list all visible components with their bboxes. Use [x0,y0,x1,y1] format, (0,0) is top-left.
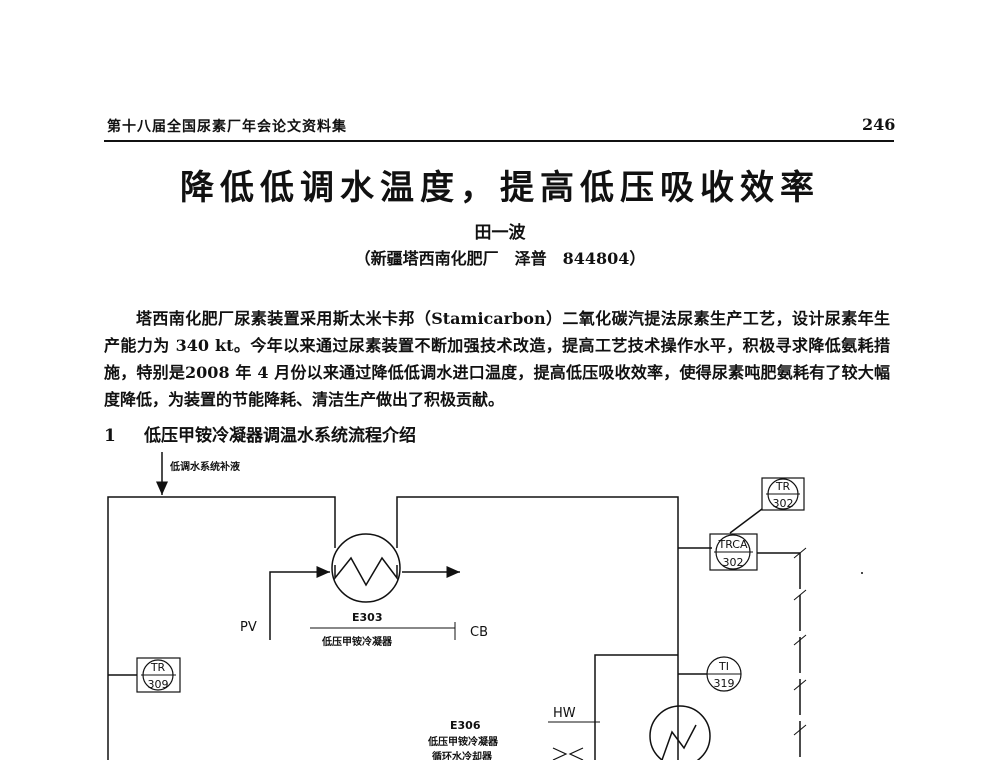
e306-id: E306 [450,719,481,732]
running-header: 第十八届全国尿素厂年会论文资料集 [107,119,347,135]
instrument-tag: TI [718,660,729,673]
instrument-tag: TR [775,480,791,493]
e306-subname: 循环水冷却器 [432,750,493,760]
body-text: 塔西南化肥厂尿素装置采用斯太米卡邦（Stamicarbon）二氧化碳汽提法尿素生… [104,305,890,413]
instrument-number: 302 [773,497,794,510]
page-number: 246 [862,115,896,134]
instrument-number: 309 [148,678,169,691]
section-heading: 1 低压甲铵冷凝器调温水系统流程介绍 [104,421,416,446]
e306-exchanger [649,705,711,760]
cb-label: CB [470,625,488,640]
e303-id: E303 [352,611,382,624]
header-rule [104,140,894,142]
pv-inlet-line [269,566,330,640]
instrument-number: 319 [714,677,735,690]
bowtie-valve-right [568,747,584,760]
pv-label: PV [240,620,257,635]
instrument-tr-302: TR 302 [761,477,805,511]
e303-name: 低压甲铵冷凝器 [321,635,393,648]
instrument-tr-309: TR 309 [136,657,181,693]
hw-label: HW [553,706,576,721]
instrument-ti-319: TI 319 [706,656,742,692]
instrument-tag: TRCA [717,538,747,551]
intro-paragraph: 塔西南化肥厂尿素装置采用斯太米卡邦（Stamicarbon）二氧化碳汽提法尿素生… [104,309,890,409]
article-title: 降低低调水温度，提高低压吸收效率 [180,168,820,208]
section-title: 低压甲铵冷凝器调温水系统流程介绍 [144,426,416,446]
scan-speck [861,572,863,574]
makeup-label: 低调水系统补液 [169,460,240,473]
instrument-trca-302: TRCA 302 [709,533,758,571]
instrument-tag: TR [150,661,166,674]
signal-line-hatches [793,547,807,736]
e303-exchanger [331,533,401,603]
author: 田一波 [474,223,526,243]
bowtie-valve-left [552,747,568,760]
main-pipework [107,496,801,760]
instrument-number: 302 [723,556,744,569]
affiliation: （新疆塔西南化肥厂 泽普 844804） [354,249,646,268]
e306-name: 低压甲铵冷凝器 [427,735,499,748]
section-number: 1 [104,426,116,446]
